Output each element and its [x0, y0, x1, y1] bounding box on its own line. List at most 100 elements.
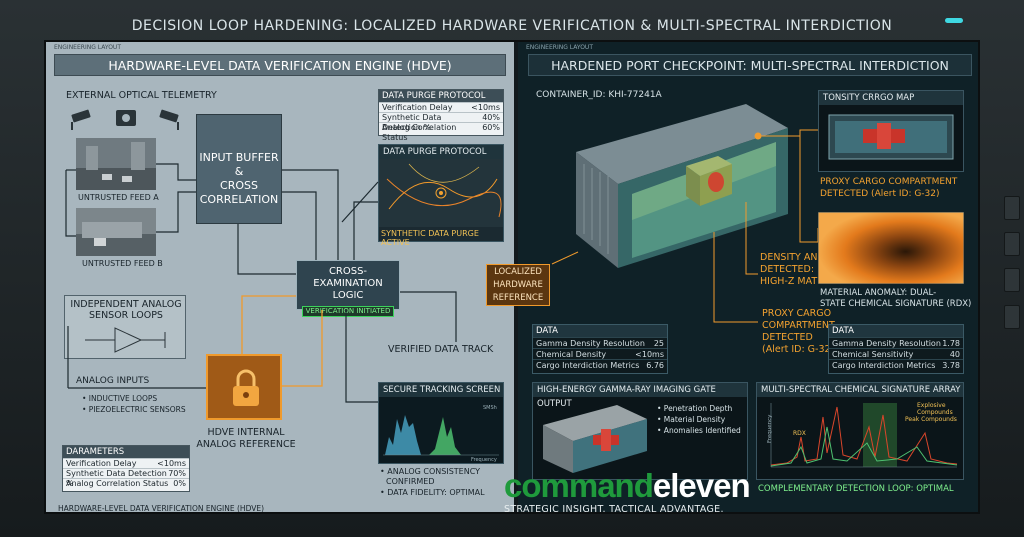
- table-row: Synthetic Data Detection %40%: [379, 112, 503, 132]
- input-buffer-box: INPUT BUFFER & CROSS CORRELATION: [196, 114, 282, 224]
- right-tag: ENGINEERING LAYOUT: [526, 44, 593, 51]
- row-value: 3.78: [942, 361, 960, 370]
- purge-map: [379, 159, 503, 227]
- verified-track-label: VERIFIED DATA TRACK: [388, 344, 494, 355]
- gamma-bullet-1: • Penetration Depth: [657, 404, 733, 413]
- density-line-1: DENSITY ANOMALY: [760, 252, 850, 263]
- proxy-line-4: (Alert ID: G-32): [762, 344, 835, 355]
- bullet-piezo: • PIEZOELECTRIC SENSORS: [82, 405, 186, 414]
- security-camera-icon: [71, 109, 91, 130]
- tracking-x-label: Frequency: [471, 457, 497, 463]
- gamma-container-image: [543, 405, 647, 473]
- feed-b-label: UNTRUSTED FEED B: [82, 259, 163, 268]
- checkpoint-panel: ENGINEERING LAYOUT HARDENED PORT CHECKPO…: [518, 42, 978, 512]
- row-value: <10ms: [471, 103, 500, 112]
- map-title: TONSITY CRRGO MAP: [819, 91, 963, 105]
- side-button-2[interactable]: [1004, 232, 1020, 256]
- chemical-spectrum-chart: Frequency RDX Explosive Compounds Peak C…: [767, 402, 958, 468]
- tracking-chart: SMSh Frequency: [383, 405, 499, 463]
- hdve-internal-label: HDVE INTERNAL ANALOG REFERENCE: [196, 427, 296, 451]
- gamma-title: HIGH-ENERGY GAMMA-RAY IMAGING GATE OUTPU…: [533, 383, 747, 409]
- density-anomaly-label: DENSITY ANOMALY DETECTED: HIGH-Z MATERIA…: [760, 252, 850, 288]
- rdx-peak-label: RDX: [793, 430, 806, 437]
- camera-icons: [71, 109, 179, 130]
- material-line-1: MATERIAL ANOMALY: DUAL-: [820, 288, 937, 298]
- row-label: Analog Correlation Status: [66, 479, 169, 488]
- row-value: <10ms: [157, 459, 186, 468]
- row-label: Chemical Sensitivity: [832, 350, 914, 359]
- lock-icon: [233, 369, 259, 406]
- explosive-label-1: Explosive: [917, 402, 946, 409]
- purge-protocol-table: DATA PURGE PROTOCOL Verification Delay<1…: [378, 89, 504, 142]
- analog-sensor-box: INDEPENDENT ANALOG SENSOR LOOPS: [64, 295, 186, 359]
- row-label: Cargo Interdiction Metrics: [536, 361, 640, 370]
- proxy-right-label: PROXY CARGO COMPARTMENT DETECTED (Alert …: [820, 176, 957, 200]
- row-value: 40%: [482, 113, 500, 122]
- table-row: Verification Delay<10ms: [379, 102, 503, 112]
- bridge-line-1: LOCALIZED: [494, 267, 542, 277]
- proxy-right-line-2: DETECTED (Alert ID: G-32): [820, 189, 940, 199]
- table-row: Analog Correlation Status 0%: [63, 478, 189, 488]
- detection-loop-label: COMPLEMENTARY DETECTION LOOP: OPTIMAL: [758, 484, 954, 494]
- consistency-line-1: • ANALOG CONSISTENCY: [380, 467, 481, 476]
- gamma-bullet-2: • Material Density: [657, 415, 726, 424]
- row-value: 0%: [173, 479, 186, 488]
- hdve-lock-box: [206, 354, 282, 420]
- table-row: Verification Delay <10ms: [63, 458, 189, 468]
- parameters-title: DARAMETERS: [63, 446, 189, 458]
- cargo-map-image: [828, 114, 954, 160]
- density-line-3: HIGH-Z MATERIAL: [760, 276, 845, 287]
- brand-part-1: command: [504, 467, 654, 504]
- data-right-title: DATA: [829, 325, 963, 337]
- side-button-3[interactable]: [1004, 268, 1020, 292]
- peak-compounds-label: Peak Compounds: [905, 416, 957, 423]
- thermal-scan-image: [818, 212, 964, 284]
- hdve-line-2: ANALOG REFERENCE: [196, 439, 296, 450]
- display-screen: ENGINEERING LAYOUT HARDWARE-LEVEL DATA V…: [44, 40, 980, 514]
- status-light: [945, 18, 963, 23]
- gamma-bullets: • Penetration Depth • Material Density •…: [657, 403, 741, 436]
- purge-table-title: DATA PURGE PROTOCOL: [379, 90, 503, 102]
- density-cargo-map: TONSITY CRRGO MAP: [818, 90, 964, 172]
- tracking-title: SECURE TRACKING SCREEN: [379, 383, 503, 397]
- table-row: Gamma Density Resolution 25: [533, 337, 667, 348]
- purge-active-label: SYNTHETIC DATA PURGE ACTIVE: [381, 229, 479, 247]
- hdve-line-1: HDVE INTERNAL: [207, 427, 285, 438]
- row-value: 60%: [482, 123, 500, 132]
- analog-line-2: SENSOR LOOPS: [89, 310, 163, 321]
- proxy-line-1: PROXY CARGO: [762, 308, 832, 319]
- left-footer: HARDWARE-LEVEL DATA VERIFICATION ENGINE …: [58, 504, 265, 513]
- table-row: Cargo Interdiction Metrics 3.78: [829, 359, 963, 370]
- checkpoint-header: HARDENED PORT CHECKPOINT: MULTI-SPECTRAL…: [528, 54, 972, 76]
- hardware-reference-badge: LOCALIZED HARDWARE REFERENCE: [486, 264, 550, 306]
- feed-a-label: UNTRUSTED FEED A: [78, 193, 159, 202]
- container-scan: [576, 104, 788, 268]
- bullet-inductive: • INDUCTIVE LOOPS: [82, 394, 158, 403]
- material-line-2: STATE CHEMICAL SIGNATURE (RDX): [820, 299, 972, 309]
- side-button-1[interactable]: [1004, 196, 1020, 220]
- row-value: <10ms: [635, 350, 664, 359]
- gamma-ray-panel: HIGH-ENERGY GAMMA-RAY IMAGING GATE OUTPU…: [532, 382, 748, 480]
- brand-part-2: eleven: [652, 467, 751, 504]
- row-label: Verification Delay: [66, 459, 137, 468]
- chem-y-label: Frequency: [767, 414, 773, 443]
- secure-tracking-screen: SECURE TRACKING SCREEN SMSh Frequency: [378, 382, 504, 464]
- feed-a-image: [76, 138, 156, 190]
- row-label: Gamma Density Resolution: [536, 339, 645, 348]
- row-value: 25: [653, 339, 664, 348]
- security-camera-icon-2: [159, 109, 179, 130]
- side-button-4[interactable]: [1004, 305, 1020, 329]
- row-label: Chemical Density: [536, 350, 607, 359]
- parameters-table: DARAMETERS Verification Delay<10ms Synth…: [62, 445, 190, 492]
- row-value: 70%: [168, 469, 186, 478]
- fidelity-label: • DATA FIDELITY: OPTIMAL: [380, 488, 485, 497]
- analog-inputs-label: ANALOG INPUTS: [76, 376, 150, 386]
- purge-panel: DATA PURGE PROTOCOL SYNTHETIC DATA PURGE…: [378, 144, 504, 247]
- row-label: Cargo Interdiction Metrics: [832, 361, 936, 370]
